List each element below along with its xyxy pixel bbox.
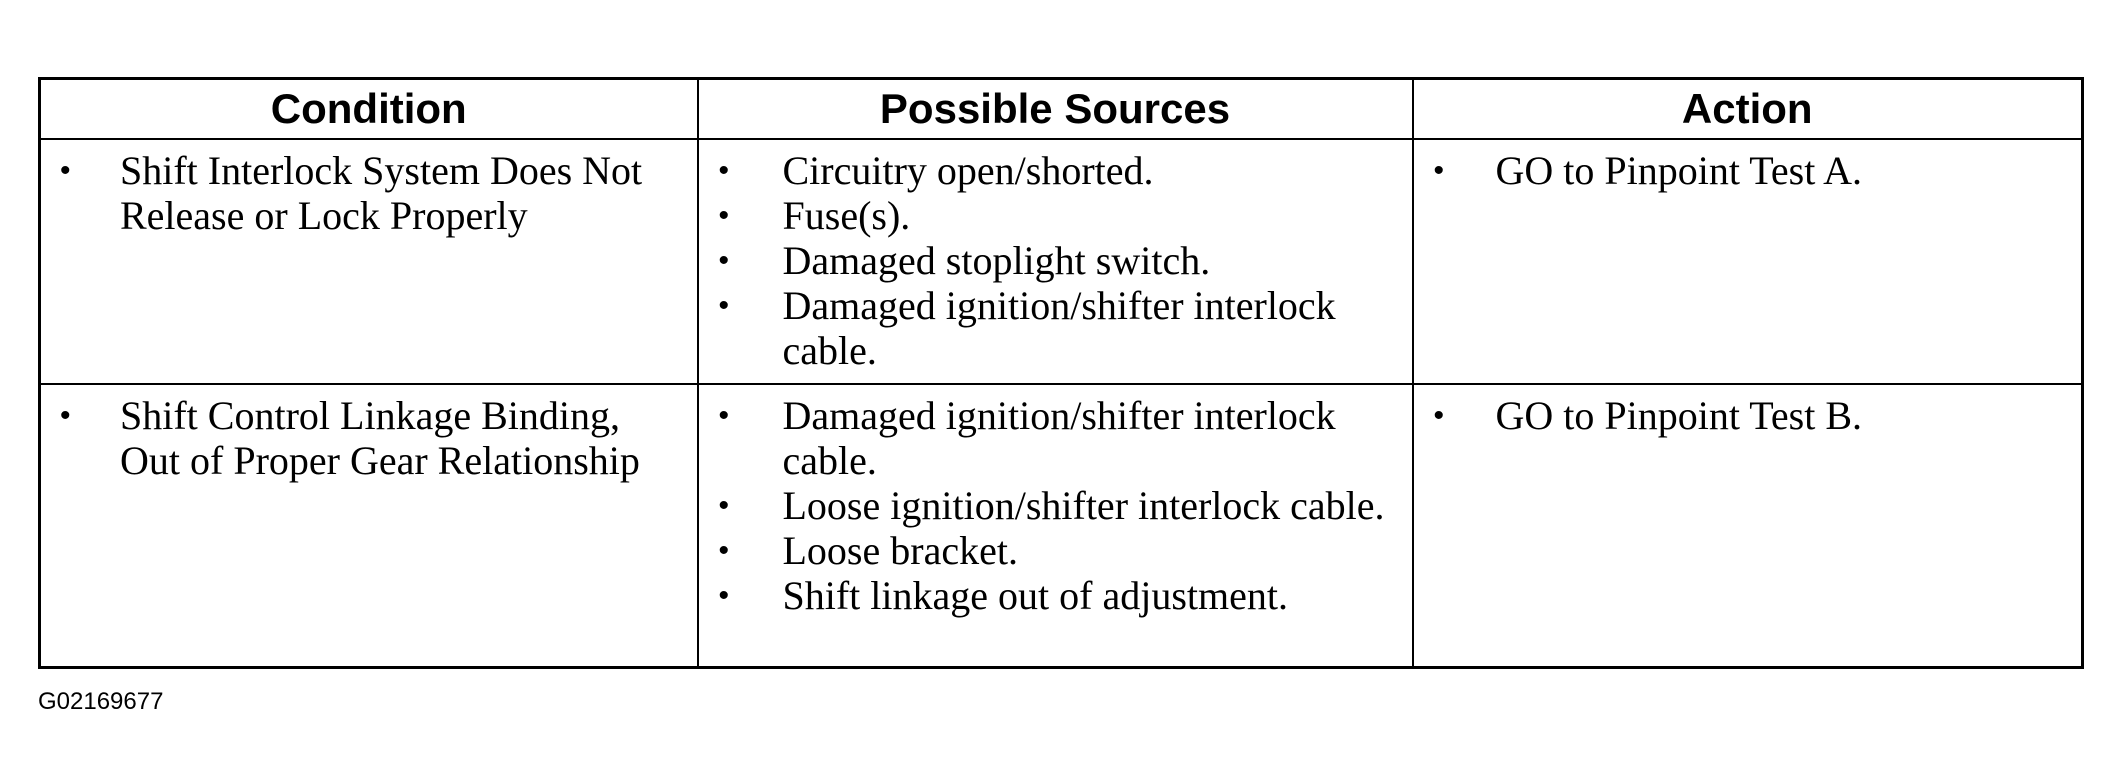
list-item: • Fuse(s). <box>699 193 1412 238</box>
bullet-icon: • <box>1433 399 1445 432</box>
bullet-icon: • <box>718 244 730 277</box>
sources-cell: • Circuitry open/shorted. • Fuse(s). • Dama… <box>696 138 1414 385</box>
list-item: • Damaged ignition/shifter interlock cabl… <box>699 283 1412 373</box>
source-text: Damaged stoplight switch. <box>782 238 1211 283</box>
header-row: Condition Possible Sources Action <box>38 77 2084 140</box>
bullet-icon: • <box>718 154 730 187</box>
condition-text: Shift Interlock System Does Not Release … <box>120 148 643 238</box>
list-item: • Damaged stoplight switch. <box>699 238 1412 283</box>
source-text: Shift linkage out of adjustment. <box>782 573 1289 618</box>
bullet-icon: • <box>718 199 730 232</box>
table-row: • Shift Control Linkage Binding, Out of P… <box>38 383 2084 669</box>
bullet-icon: • <box>60 399 71 432</box>
bullet-icon: • <box>718 289 730 322</box>
sources-list: • Damaged ignition/shifter interlock cabl… <box>699 393 1412 618</box>
action-list: • GO to Pinpoint Test A. <box>1414 148 2082 193</box>
source-text: Damaged ignition/shifter interlock cable… <box>782 393 1336 483</box>
header-condition: Condition <box>38 77 699 140</box>
action-list: • GO to Pinpoint Test B. <box>1414 393 2082 438</box>
condition-list: • Shift Interlock System Does Not Release… <box>41 148 697 238</box>
source-text: Fuse(s). <box>782 193 911 238</box>
list-item: • Loose ignition/shifter interlock cable. <box>699 483 1412 528</box>
condition-list: • Shift Control Linkage Binding, Out of P… <box>41 393 697 483</box>
action-cell: • GO to Pinpoint Test B. <box>1411 383 2084 669</box>
condition-cell: • Shift Interlock System Does Not Release… <box>38 138 699 385</box>
action-text: GO to Pinpoint Test B. <box>1495 393 1863 438</box>
table-row: • Shift Interlock System Does Not Release… <box>38 138 2084 385</box>
source-text: Damaged ignition/shifter interlock cable… <box>782 283 1336 373</box>
list-item: • Shift Control Linkage Binding, Out of P… <box>41 393 697 483</box>
diagnosis-table: Condition Possible Sources Action • Shift… <box>38 77 2084 669</box>
sources-list: • Circuitry open/shorted. • Fuse(s). • Dama… <box>699 148 1412 373</box>
bullet-icon: • <box>718 399 730 432</box>
list-item: • GO to Pinpoint Test A. <box>1414 148 2082 193</box>
action-cell: • GO to Pinpoint Test A. <box>1411 138 2084 385</box>
source-text: Loose ignition/shifter interlock cable. <box>782 483 1385 528</box>
list-item: • Damaged ignition/shifter interlock cabl… <box>699 393 1412 483</box>
list-item: • GO to Pinpoint Test B. <box>1414 393 2082 438</box>
header-possible-sources: Possible Sources <box>696 77 1414 140</box>
list-item: • Shift linkage out of adjustment. <box>699 573 1412 618</box>
list-item: • Circuitry open/shorted. <box>699 148 1412 193</box>
header-action: Action <box>1411 77 2084 140</box>
sources-cell: • Damaged ignition/shifter interlock cabl… <box>696 383 1414 669</box>
condition-cell: • Shift Control Linkage Binding, Out of P… <box>38 383 699 669</box>
bullet-icon: • <box>60 154 71 187</box>
list-item: • Loose bracket. <box>699 528 1412 573</box>
bullet-icon: • <box>1433 154 1445 187</box>
bullet-icon: • <box>718 489 730 522</box>
bullet-icon: • <box>718 579 730 612</box>
figure-id: G02169677 <box>38 688 164 715</box>
source-text: Loose bracket. <box>782 528 1018 573</box>
list-item: • Shift Interlock System Does Not Release… <box>41 148 697 238</box>
bullet-icon: • <box>718 534 730 567</box>
source-text: Circuitry open/shorted. <box>782 148 1154 193</box>
action-text: GO to Pinpoint Test A. <box>1495 148 1863 193</box>
condition-text: Shift Control Linkage Binding, Out of Pr… <box>120 393 640 483</box>
